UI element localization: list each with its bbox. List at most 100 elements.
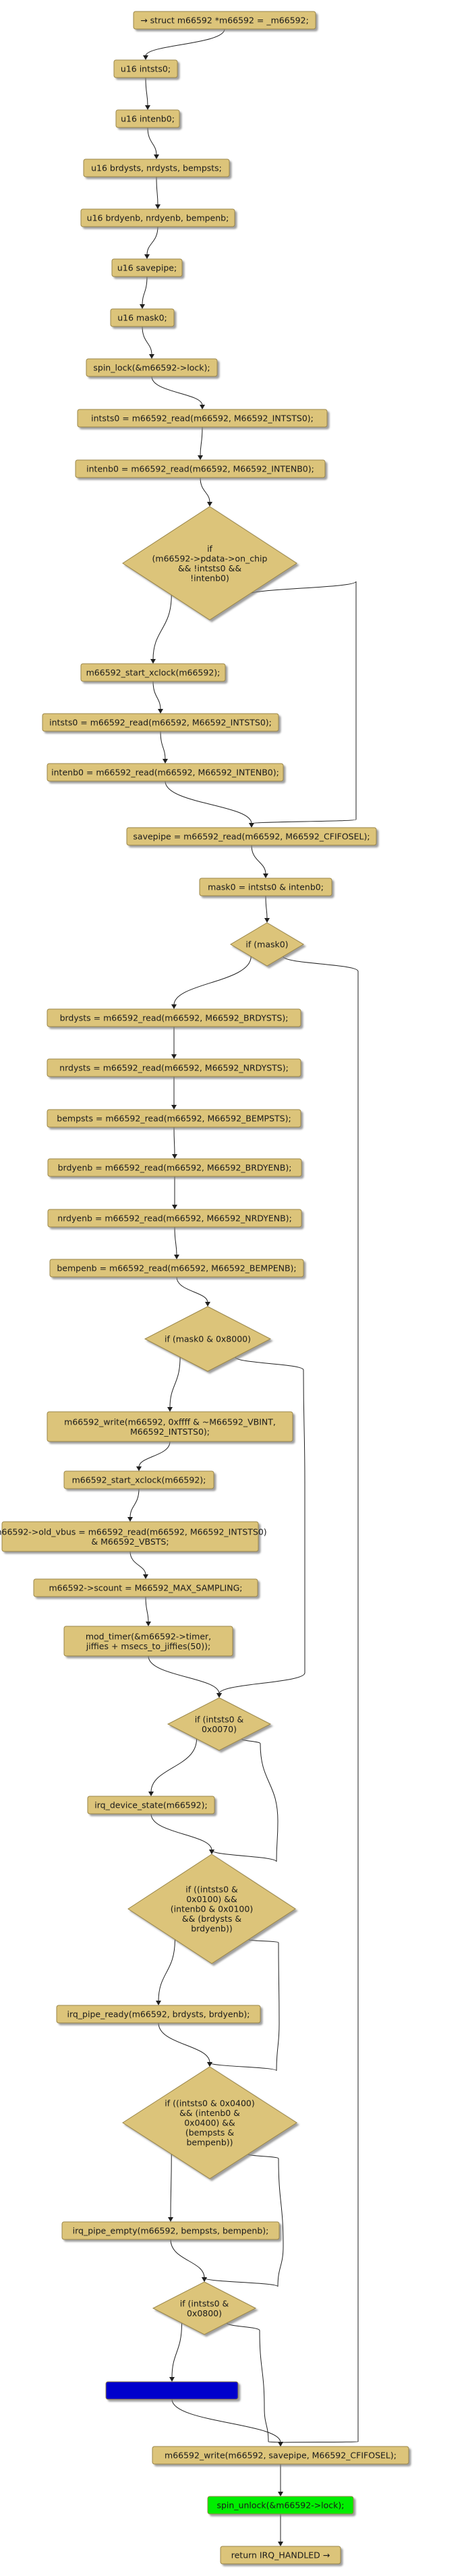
node-box: [61, 2221, 280, 2240]
node-box: [47, 763, 284, 782]
step-n4: u16 brdysts, nrdysts, bempsts;: [83, 159, 230, 177]
step-n14: savepipe = m66592_read(m66592, M66592_CF…: [126, 827, 377, 846]
arrowhead-n9-n10: [198, 455, 203, 460]
node-box: [133, 11, 316, 30]
arrowhead-n32-n33: [278, 2542, 283, 2546]
node-label: brdyenb)): [191, 1924, 233, 1934]
node-label: jiffies + msecs_to_jiffies(50));: [86, 1641, 210, 1651]
step-n22: m66592_write(m66592, 0xffff & ~M66592_VB…: [47, 1411, 293, 1442]
edge-n15-d2: [265, 895, 268, 919]
edge-d3-n22: [169, 1356, 181, 1408]
node-label: irq_pipe_empty(m66592, bempsts, bempenb)…: [73, 2226, 269, 2236]
node-box: [152, 2446, 409, 2465]
arrowhead-d1-n11: [150, 659, 156, 664]
edge-n29-d7: [170, 2239, 205, 2279]
arrowhead-d2-n16: [171, 1004, 177, 1009]
node-label: u16 intsts0;: [121, 64, 171, 74]
step-n8: spin_lock(&m66592->lock);: [86, 358, 218, 377]
step-n23: m66592_start_xclock(m66592);: [63, 1470, 214, 1489]
edge-n21-d3: [176, 1276, 208, 1303]
node-label: !intenb0): [190, 573, 229, 583]
node-label: && (brdysts &: [182, 1914, 241, 1924]
edge-n12-n13: [160, 731, 166, 760]
node-box: [87, 1796, 215, 1814]
node-label: irq_pipe_ready(m66592, brdysts, brdyenb)…: [67, 2009, 250, 2020]
node-box: [77, 409, 328, 428]
node-label: m66592_write(m66592, savepipe, M66592_CF…: [165, 2451, 397, 2461]
step-n5: u16 brdyenb, nrdyenb, bempenb;: [80, 208, 235, 227]
edge-n28-d6: [158, 2022, 210, 2063]
decision-d6: if ((intsts0 & 0x0400)&& (intenb0 &0x040…: [122, 2066, 297, 2179]
arrowhead-n3-n4: [154, 154, 159, 159]
node-box: [80, 208, 235, 227]
arrowhead-n26-d4: [216, 1693, 222, 1698]
node-label: (bempsts &: [185, 2127, 235, 2138]
node-label: & M66592_VBSTS;: [91, 1537, 169, 1547]
arrowhead-n25-n26: [146, 1622, 151, 1626]
node-box: [49, 1259, 304, 1278]
node-label: mod_timer(&m66592->timer,: [86, 1631, 211, 1641]
edge-d5-n28: [158, 1939, 175, 2002]
node-label: u16 intenb0;: [121, 114, 175, 124]
arrowhead-n18-n19: [172, 1154, 177, 1159]
edge-n10-d1: [200, 477, 210, 503]
arrowhead-n11-n12: [158, 709, 163, 714]
node-box: [47, 1008, 301, 1027]
node-box: [80, 663, 226, 682]
arrowhead-d6-n29: [168, 2217, 173, 2222]
node-label: bempsts = m66592_read(m66592, M66592_BEM…: [57, 1114, 291, 1124]
edge-n13-n14: [165, 780, 252, 824]
node-label: (m66592->pdata->on_chip: [152, 553, 268, 563]
node-box: [33, 1578, 258, 1597]
node-box: [47, 1209, 302, 1228]
arrowhead-d3-n22: [167, 1407, 173, 1412]
edge-d1-n11: [152, 595, 172, 660]
step-n13: intenb0 = m66592_read(m66592, M66592_INT…: [47, 763, 284, 782]
edge-n11-n12: [152, 681, 161, 710]
arrowhead-n12-n13: [163, 759, 168, 764]
edge-d4-d5: [211, 1738, 279, 1862]
step-n30: [105, 2381, 239, 2400]
arrowhead-n7-n8: [149, 354, 154, 359]
edge-n9-n10: [200, 426, 203, 457]
decision-d1: if(m66592->pdata->on_chip&& !intsts0 &&!…: [122, 506, 297, 621]
node-label: nrdyenb = m66592_read(m66592, M66592_NRD…: [57, 1213, 292, 1224]
step-n11: m66592_start_xclock(m66592);: [80, 663, 226, 682]
step-n32: spin_unlock(&m66592->lock);: [207, 2496, 354, 2515]
node-label: if (intsts0 &: [195, 1714, 244, 1724]
step-n1: → struct m66592 *m66592 = _m66592;: [133, 11, 316, 30]
arrowhead-n14-n15: [263, 874, 268, 878]
edge-n1-n2: [145, 28, 225, 57]
node-label: m66592->old_vbus = m66592_read(m66592, M…: [0, 1526, 267, 1537]
node-label: 0x0100) &&: [186, 1894, 237, 1904]
arrowhead-n6-n7: [140, 304, 145, 309]
step-n12: intsts0 = m66592_read(m66592, M66592_INT…: [42, 713, 279, 732]
node-label: irq_device_state(m66592);: [94, 1800, 207, 1810]
step-n15: mask0 = intsts0 & intenb0;: [199, 878, 332, 896]
step-n6: u16 savepipe;: [111, 258, 183, 277]
step-n3: u16 intenb0;: [115, 109, 180, 128]
edge-d7-n31: [226, 2322, 281, 2443]
node-box: [47, 1158, 302, 1177]
node-label: m66592_start_xclock(m66592);: [72, 1475, 206, 1485]
node-box: [56, 2005, 261, 2024]
node-diamond: [144, 1306, 272, 1372]
edge-n25-n26: [145, 1596, 149, 1623]
step-n10: intenb0 = m66592_read(m66592, M66592_INT…: [75, 459, 326, 478]
node-diamond: [127, 1854, 296, 1964]
step-n26: mod_timer(&m66592->timer,jiffies + msecs…: [63, 1626, 233, 1657]
step-n33: return IRQ_HANDLED →: [220, 2546, 341, 2565]
node-diamond: [230, 922, 304, 967]
decision-d4: if (intsts0 &0x0070): [167, 1697, 272, 1751]
decision-d5: if ((intsts0 &0x0100) &&(intenb0 & 0x010…: [127, 1854, 296, 1964]
step-n18: bempsts = m66592_read(m66592, M66592_BEM…: [47, 1109, 301, 1128]
edge-d6-d7: [204, 2153, 284, 2287]
node-label: (intenb0 & 0x0100): [171, 1904, 253, 1914]
node-label: spin_lock(&m66592->lock);: [93, 363, 210, 373]
node-box: [47, 1058, 301, 1077]
edge-n6-n7: [142, 276, 148, 306]
node-label: bempenb)): [186, 2138, 233, 2148]
arrowhead-n2-n3: [145, 105, 150, 110]
edge-d4-n27: [150, 1738, 198, 1793]
step-n17: nrdysts = m66592_read(m66592, M66592_NRD…: [47, 1058, 301, 1077]
